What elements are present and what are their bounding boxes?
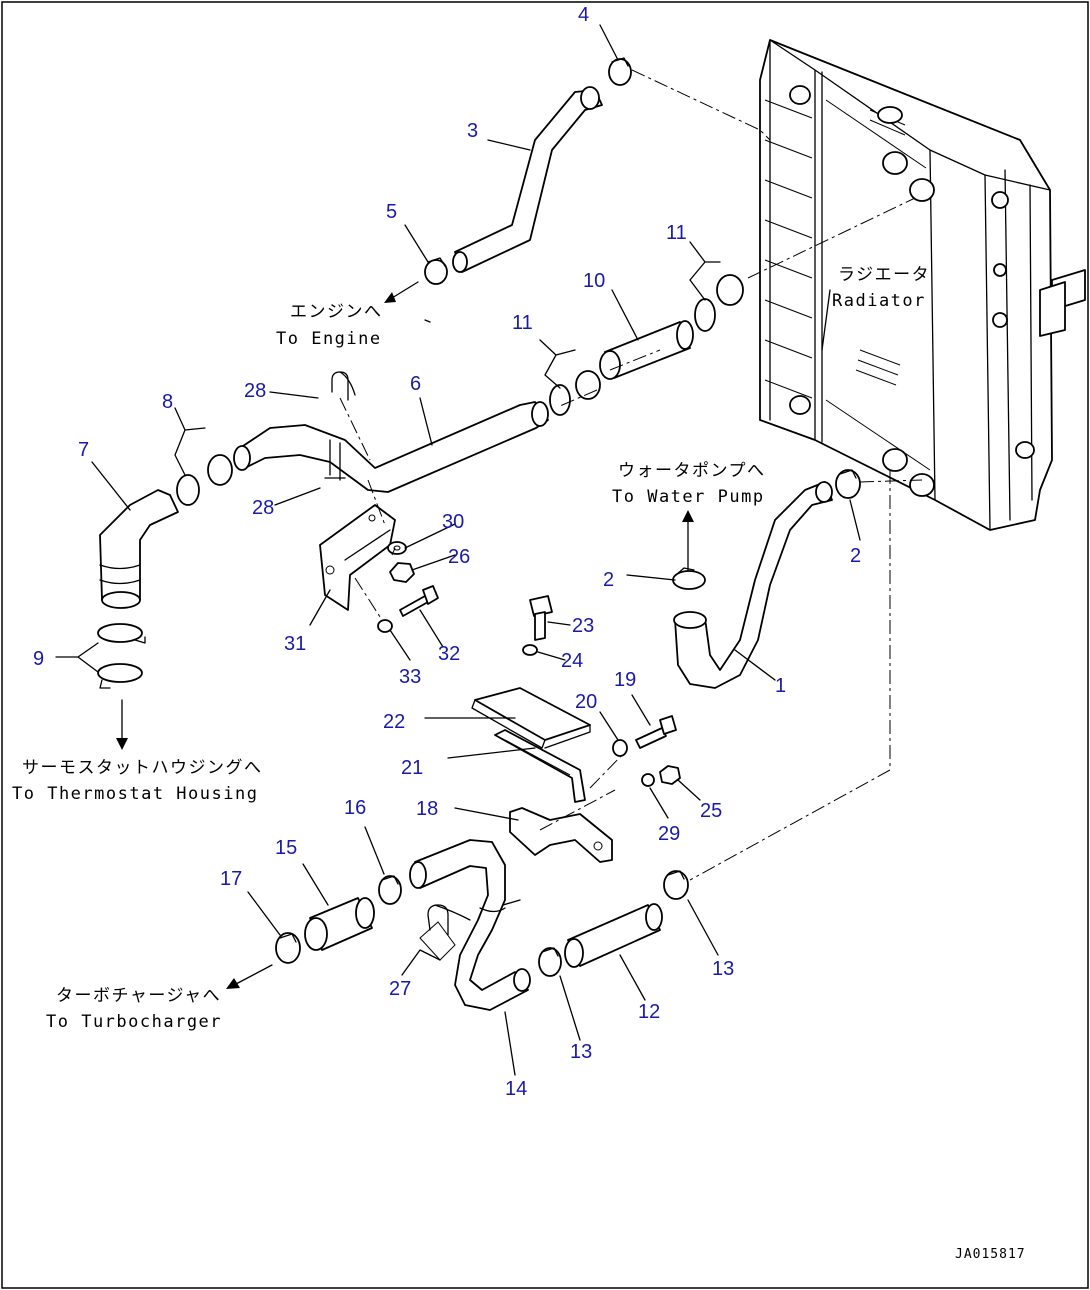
clamp-4 <box>608 57 632 86</box>
callout-32: 32 <box>438 643 460 665</box>
clamp-2-upper <box>835 469 861 499</box>
nut-25 <box>659 765 681 785</box>
callout-23: 23 <box>572 615 594 637</box>
callout-29: 29 <box>658 823 680 845</box>
callout-31: 31 <box>284 633 306 655</box>
callout-20: 20 <box>575 691 597 713</box>
callout-21: 21 <box>401 757 423 779</box>
note-radiator-en: Radiator <box>832 291 926 311</box>
clamp-9 <box>97 623 146 689</box>
hose-10 <box>599 320 694 380</box>
clamp-8 <box>176 454 233 506</box>
hose-12 <box>564 903 663 968</box>
callout-7: 7 <box>78 439 89 461</box>
bolt-19 <box>635 715 677 749</box>
nut-26 <box>389 562 415 583</box>
note-turbo-en: To Turbocharger <box>46 1012 222 1032</box>
clamp-11-left <box>549 370 601 416</box>
callout-17: 17 <box>220 868 242 890</box>
callout-labels: 1 2 2 3 4 5 6 7 8 9 10 11 11 12 13 13 14… <box>33 4 861 1100</box>
bolt-23 <box>529 595 553 641</box>
callout-13-left: 13 <box>570 1041 592 1063</box>
clamp-13-right <box>663 870 689 900</box>
clamp-17 <box>275 932 301 964</box>
callout-16: 16 <box>344 797 366 819</box>
callout-19: 19 <box>614 669 636 691</box>
note-engine-en: To Engine <box>276 329 382 349</box>
note-thermostat-en: To Thermostat Housing <box>12 784 258 804</box>
drawing-code: JA015817 <box>955 1247 1026 1262</box>
callout-3: 3 <box>467 120 478 142</box>
bolt-32 <box>399 585 439 617</box>
leader-lines <box>55 24 861 1076</box>
callout-1: 1 <box>775 675 786 697</box>
strip-21 <box>494 729 586 803</box>
callout-33: 33 <box>399 666 421 688</box>
callout-8: 8 <box>162 391 173 413</box>
washer-24 <box>522 644 538 656</box>
callout-27: 27 <box>389 978 411 1000</box>
callout-15: 15 <box>275 837 297 859</box>
callout-28-bottom: 28 <box>252 497 274 519</box>
flow-arrows <box>116 281 694 989</box>
callout-6: 6 <box>410 373 421 395</box>
note-radiator-jp: ラジエータ <box>838 265 930 285</box>
washer-30 <box>387 541 407 555</box>
center-lines <box>339 69 923 881</box>
callout-25: 25 <box>700 800 722 822</box>
note-turbo-jp: ターボチャージャへ <box>56 986 221 1006</box>
hose-3 <box>452 86 603 273</box>
callout-26: 26 <box>448 546 470 568</box>
washer-20 <box>612 739 628 757</box>
hose-7 <box>99 489 179 609</box>
callout-14: 14 <box>505 1078 527 1100</box>
callout-12: 12 <box>638 1001 660 1023</box>
callout-4: 4 <box>578 4 589 26</box>
callout-13-right: 13 <box>712 958 734 980</box>
note-water-pump-en: To Water Pump <box>612 487 765 507</box>
clamp-11-right <box>694 274 744 332</box>
callout-11-right: 11 <box>666 222 687 244</box>
washer-33 <box>377 619 393 633</box>
bracket-22 <box>471 687 591 749</box>
callout-30: 30 <box>442 511 464 533</box>
clamp-2-lower <box>672 567 706 590</box>
u-bolt-28-top <box>331 371 356 401</box>
callout-2-right: 2 <box>850 545 861 567</box>
hose-15 <box>304 897 375 951</box>
u-bolt-27 <box>419 904 471 961</box>
clamp-13-left <box>538 947 562 977</box>
washer-29 <box>641 773 655 787</box>
note-engine-jp: エンジンへ <box>290 302 383 322</box>
hose-6 <box>233 401 549 493</box>
callout-24: 24 <box>561 650 583 672</box>
destination-notes: エンジンへ To Engine ラジエータ Radiator ウォータポンプへ … <box>12 265 930 1032</box>
clamp-5 <box>424 257 448 285</box>
callout-22: 22 <box>383 711 405 733</box>
clamp-16 <box>378 875 402 905</box>
pipe-14 <box>409 839 531 1011</box>
callout-28-top: 28 <box>244 380 266 402</box>
callout-10: 10 <box>583 270 605 292</box>
callout-18: 18 <box>416 798 438 820</box>
callout-11-left: 11 <box>512 312 533 334</box>
note-thermostat-jp: サーモスタットハウジングへ <box>22 758 263 778</box>
callout-2-left: 2 <box>603 569 614 591</box>
note-water-pump-jp: ウォータポンプへ <box>618 461 766 481</box>
radiator <box>759 39 1086 531</box>
hose-1 <box>673 481 833 689</box>
bracket-18 <box>509 807 613 863</box>
callout-5: 5 <box>386 201 397 223</box>
callout-9: 9 <box>33 648 44 670</box>
